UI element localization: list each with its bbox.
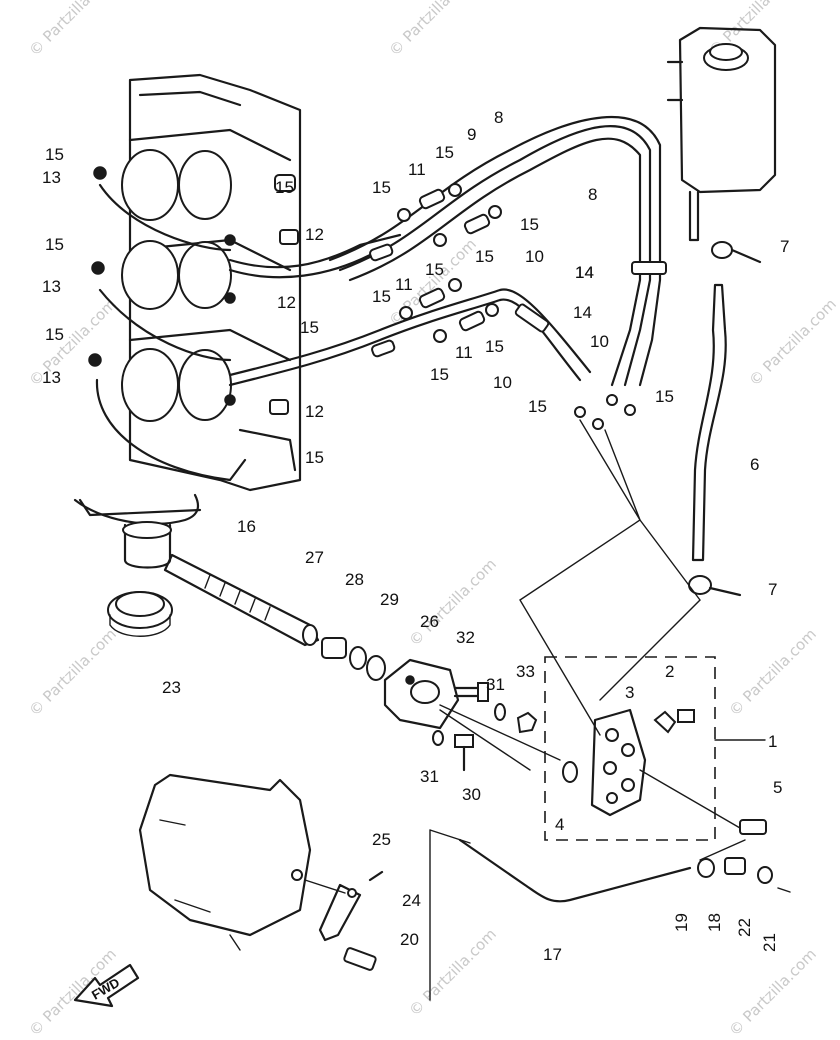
fittings — [88, 166, 636, 430]
shaft-16 — [163, 553, 320, 647]
callout-13: 13 — [42, 168, 61, 187]
callout-15: 15 — [528, 397, 547, 416]
rod-17 — [429, 829, 791, 1001]
callout-10: 10 — [525, 247, 544, 266]
callout-24: 24 — [402, 891, 421, 910]
callout-12: 12 — [305, 402, 324, 421]
flywheel — [73, 493, 202, 569]
guide-lines — [439, 419, 746, 861]
callout-5: 5 — [773, 778, 782, 797]
callout-15: 15 — [305, 448, 324, 467]
bearings — [321, 637, 386, 681]
callout-15: 15 — [45, 145, 64, 164]
callout-12: 12 — [305, 225, 324, 244]
oil-tank — [666, 26, 777, 242]
callout-29: 29 — [380, 590, 399, 609]
callouts: 15 13 15 13 15 13 15 12 12 15 12 15 15 1… — [42, 108, 789, 964]
callout-15: 15 — [45, 325, 64, 344]
callout-11: 11 — [395, 275, 413, 294]
callout-30: 30 — [462, 785, 481, 804]
callout-8: 8 — [588, 185, 597, 204]
hose-6 — [688, 241, 762, 597]
callout-14: 14 — [575, 263, 594, 282]
callout-11: 11 — [455, 343, 473, 362]
callout-15: 15 — [435, 143, 454, 162]
watermark: © Partzilla.com — [405, 925, 500, 1020]
callout-11: 11 — [408, 160, 426, 179]
callout-9: 9 — [467, 125, 476, 144]
callout-10: 10 — [590, 332, 609, 351]
callout-31: 31 — [486, 675, 505, 694]
gear-23 — [107, 591, 173, 637]
callout-15: 15 — [425, 260, 444, 279]
callout-3: 3 — [625, 683, 634, 702]
callout-15: 15 — [372, 287, 391, 306]
oil-lines-upper — [228, 115, 662, 387]
callout-15: 15 — [372, 178, 391, 197]
callout-27: 27 — [305, 548, 324, 567]
callout-17: 17 — [543, 945, 562, 964]
watermark: © Partzilla.com — [405, 555, 500, 650]
callout-15: 15 — [485, 337, 504, 356]
callout-15: 15 — [475, 247, 494, 266]
callout-15: 15 — [655, 387, 674, 406]
callout-25: 25 — [372, 830, 391, 849]
watermark: © Partzilla.com — [25, 625, 120, 720]
callout-10: 10 — [493, 373, 512, 392]
callout-13: 13 — [42, 277, 61, 296]
fasteners — [432, 682, 538, 772]
callout-12: 12 — [277, 293, 296, 312]
oil-pump-1 — [544, 656, 767, 841]
oil-lines-lower — [95, 183, 592, 482]
watermark: © Partzilla.com — [725, 945, 820, 1040]
callout-33: 33 — [516, 662, 535, 681]
callout-7: 7 — [768, 580, 777, 599]
callout-6: 6 — [750, 455, 759, 474]
callout-8: 8 — [494, 108, 503, 127]
watermark: © Partzilla.com — [25, 0, 120, 60]
clamps — [514, 261, 667, 333]
callout-15: 15 — [430, 365, 449, 384]
callout-20: 20 — [400, 930, 419, 949]
watermark: © Partzilla.com — [25, 295, 120, 390]
callout-31: 31 — [420, 767, 439, 786]
callout-15: 15 — [45, 235, 64, 254]
watermark: © Partzilla.com — [725, 625, 820, 720]
callout-15: 15 — [275, 178, 294, 197]
lower-unit — [138, 773, 312, 951]
callout-15: 15 — [520, 215, 539, 234]
callout-26: 26 — [420, 612, 439, 631]
watermark: © Partzilla.com — [385, 0, 480, 60]
callout-28: 28 — [345, 570, 364, 589]
callout-2: 2 — [665, 662, 674, 681]
watermark: © Partzilla.com — [745, 295, 840, 390]
callout-22: 22 — [735, 918, 754, 937]
callout-21: 21 — [760, 933, 779, 952]
callout-18: 18 — [705, 913, 724, 932]
engine-block — [121, 73, 302, 492]
callout-16: 16 — [237, 517, 256, 536]
callout-32: 32 — [456, 628, 475, 647]
callout-14: 14 — [575, 263, 594, 282]
callout-4: 4 — [555, 815, 564, 834]
callout-15: 15 — [300, 318, 319, 337]
callout-23: 23 — [162, 678, 181, 697]
callout-13: 13 — [42, 368, 61, 387]
callout-14: 14 — [573, 303, 592, 322]
callout-7: 7 — [780, 237, 789, 256]
check-valves — [369, 188, 491, 358]
pump-housing-26 — [383, 658, 561, 761]
callout-1: 1 — [768, 732, 777, 751]
link-24 — [304, 870, 384, 971]
callout-19: 19 — [672, 913, 691, 932]
